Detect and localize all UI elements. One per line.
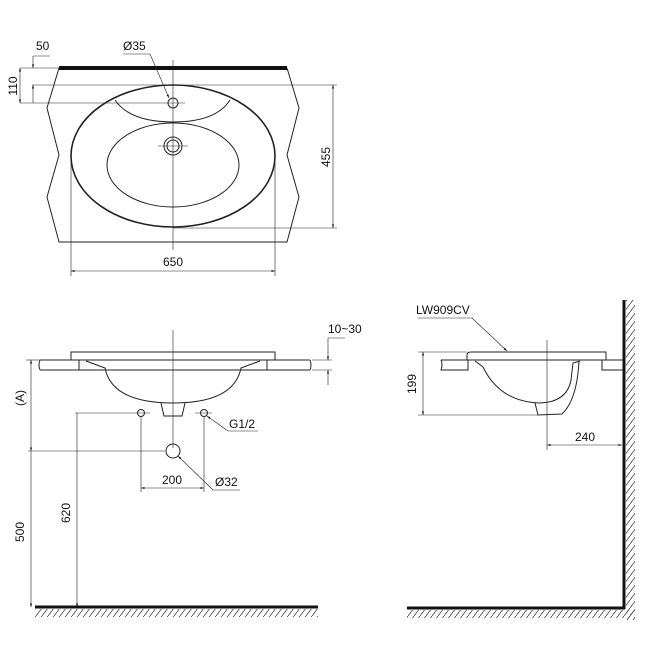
bowl-profile	[474, 360, 581, 404]
label-supply: G1/2	[229, 417, 255, 431]
dim-a: (A)	[13, 390, 27, 406]
label-drain: Ø32	[215, 475, 238, 489]
side-view: 199 240 LW909CV	[405, 300, 635, 620]
wall-hatching	[626, 300, 635, 620]
dim-drain-height: 500	[13, 522, 27, 542]
floor-hatching	[407, 610, 635, 618]
dim-tap-position: 110	[6, 76, 20, 95]
front-view: (A) 500 620 200 G1/2 Ø32 10~30	[13, 322, 362, 617]
countertop-section	[440, 359, 624, 371]
dim-depth: 455	[319, 147, 333, 167]
model-label: LW909CV	[416, 303, 470, 317]
countertop-section	[38, 359, 312, 371]
basin-rim	[466, 351, 607, 361]
dim-wall-distance: 240	[575, 430, 595, 444]
dim-supply-spacing: 200	[162, 473, 182, 487]
dim-edge-offset: 50	[36, 39, 50, 53]
dim-supply-height: 620	[59, 503, 73, 523]
dim-height: 199	[405, 374, 419, 394]
top-view: 50 110 Ø35 455 650	[6, 39, 337, 276]
bowl-back-wall	[534, 360, 580, 416]
dim-counter-thickness: 10~30	[328, 322, 362, 336]
floor-hatching	[35, 609, 318, 617]
tap-deck	[114, 99, 231, 123]
dim-tap-hole: Ø35	[123, 39, 146, 53]
drain-outlet	[165, 443, 181, 459]
dim-width: 650	[163, 255, 183, 269]
